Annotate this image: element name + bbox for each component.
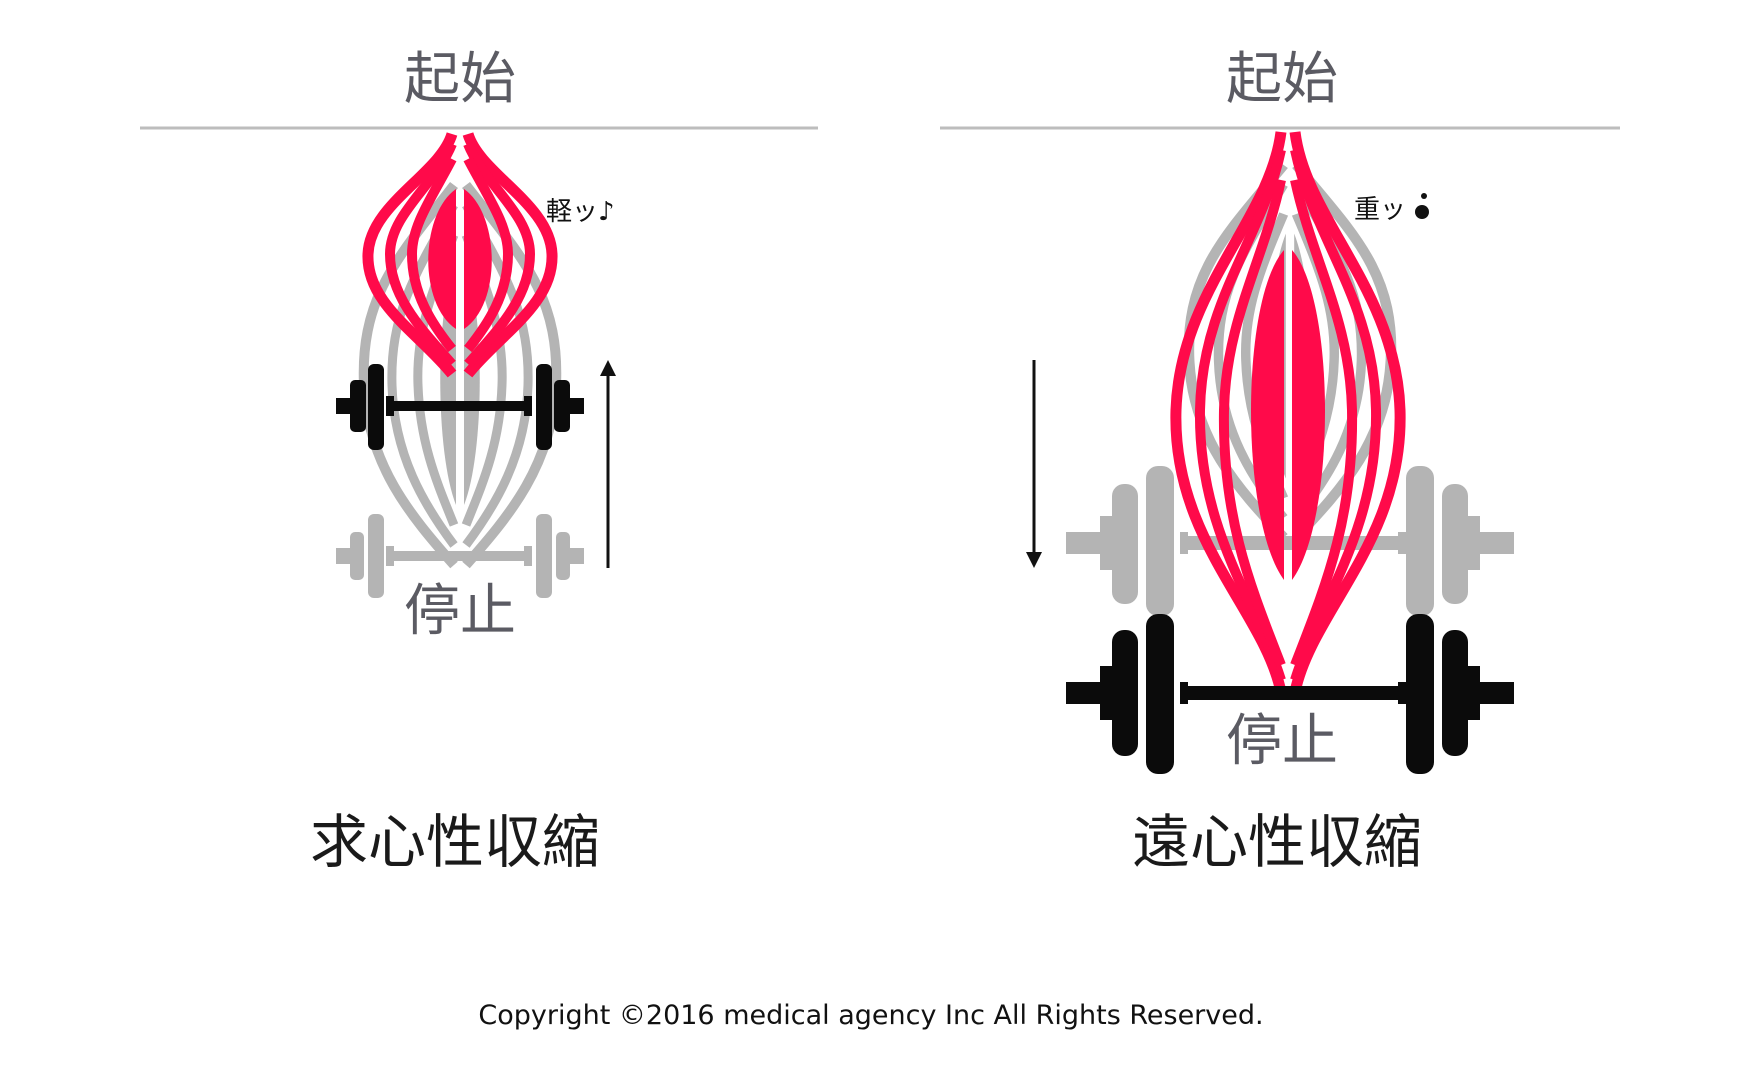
up-arrow-icon bbox=[600, 360, 616, 568]
dumbbell bbox=[1066, 614, 1514, 774]
ghost-dumbbell bbox=[1066, 466, 1514, 616]
insertion-label: 停止 bbox=[1226, 709, 1338, 774]
down-arrow-icon bbox=[1026, 360, 1042, 568]
insertion-label: 停止 bbox=[404, 579, 516, 644]
ghost-dumbbell bbox=[336, 514, 584, 598]
origin-label: 起始 bbox=[404, 47, 516, 112]
reaction-text: 軽ッ♪ bbox=[546, 197, 615, 227]
concentric-caption: 求心性収縮 bbox=[310, 808, 600, 876]
dumbbell bbox=[336, 364, 584, 450]
reaction-text: 重ッ bbox=[1354, 195, 1406, 225]
sweat-drop-icon bbox=[1415, 193, 1429, 219]
origin-label: 起始 bbox=[1226, 47, 1338, 112]
copyright-text: Copyright ©2016 medical agency Inc All R… bbox=[478, 1000, 1263, 1031]
stretched-muscle bbox=[1170, 131, 1406, 694]
eccentric-caption: 遠心性収縮 bbox=[1132, 808, 1422, 876]
concentric-panel: 起始 軽ッ♪ bbox=[140, 47, 818, 876]
eccentric-panel: 起始 bbox=[940, 47, 1620, 876]
